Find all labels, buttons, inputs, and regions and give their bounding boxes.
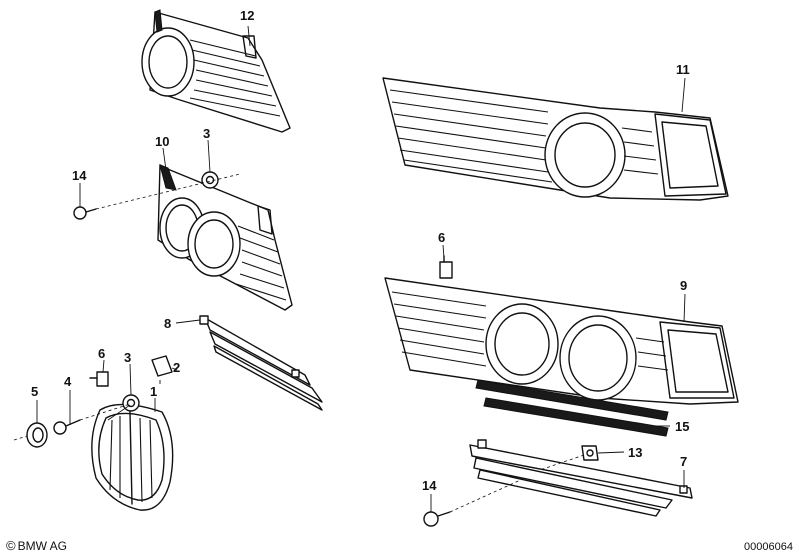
part-1-kidney-grille [91,403,174,511]
callout-6-upper: 6 [438,230,445,245]
callout-6-lower: 6 [98,346,105,361]
part-10-grille-left-middle [157,164,293,311]
callout-labels: 12 11 3 10 14 6 9 8 6 3 2 4 5 1 15 13 7 … [31,8,690,493]
leader-lines [13,25,686,513]
callout-4: 4 [64,374,72,389]
copyright-icon: © [6,538,16,553]
callout-13: 13 [628,445,642,460]
part-8-left-trim-bar [199,315,323,411]
part-11-grille-center-upper [382,77,729,201]
callout-14-lower: 14 [422,478,437,493]
part-6-bracket-upper [439,255,453,279]
part-3-clip-upper [201,171,219,189]
part-9-grille-center-lower [384,277,739,405]
callout-12: 12 [240,8,254,23]
callout-14-upper: 14 [72,168,87,183]
callout-10: 10 [155,134,169,149]
callout-5: 5 [31,384,38,399]
callout-11: 11 [676,62,690,77]
part-6-bracket-lower [89,371,109,387]
callout-8: 8 [164,316,171,331]
callout-3-lower: 3 [124,350,131,365]
callout-9: 9 [680,278,687,293]
part-2-bracket [151,355,173,377]
callout-15: 15 [675,419,689,434]
part-15-trim-strips [475,379,669,437]
part-12-grille-left-upper [141,9,291,133]
copyright-text: BMW AG [17,538,67,553]
part-13-clip [581,445,599,461]
callout-3-upper: 3 [203,126,210,141]
callout-2: 2 [173,360,180,375]
callout-1: 1 [150,384,157,399]
part-7-lower-trim-bar [469,439,693,517]
part-5-cap [26,422,48,448]
callout-7: 7 [680,454,687,469]
part-14-screw-upper [73,206,97,220]
document-number: 00006064 [744,541,793,553]
copyright-notice: © BMW AG [6,538,67,553]
part-14-screw-lower [423,511,451,527]
part-4-screw [53,419,81,435]
